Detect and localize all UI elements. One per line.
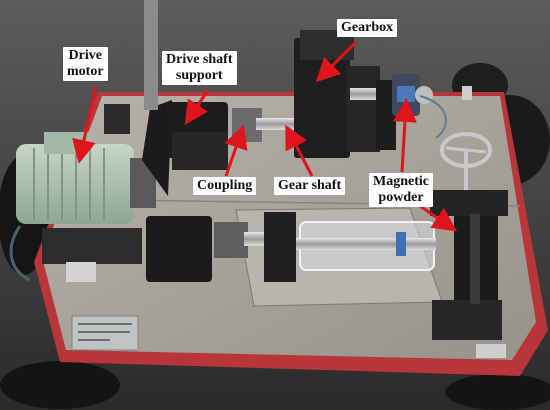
label-magnetic-powder-line-2: powder [378,190,424,205]
blue-shaft-collar [396,232,406,256]
arrow-gear-shaft [285,124,314,177]
arrow-coupling [224,124,248,177]
label-drive-shaft-support: Drive shaft support [162,51,237,85]
label-drive-motor-line-1: Drive [68,48,102,63]
arrow-drive-motor [72,85,98,164]
gearbox-output-shaft [350,88,376,100]
label-magnetic-powder-line-1: Magnetic [373,174,429,189]
top-right-clamp [462,86,472,100]
brake-label-band [397,86,415,102]
arrow-drive-shaft-support [184,89,210,125]
brake-end-cap [415,86,433,104]
corner-clamp [476,344,506,358]
loading-frame-beam [430,190,508,216]
long-gear-shaft [296,238,436,250]
drive-belt [142,100,172,196]
nameplate [71,315,139,351]
cable [419,95,447,139]
left-bracket [66,262,96,282]
vertical-post [144,0,158,110]
loading-frame-base [432,300,502,340]
upper-support-base [172,132,228,170]
upper-shaft [256,118,300,130]
lower-coupling [214,222,248,258]
label-coupling: Coupling [193,177,257,195]
motor-base [42,228,142,264]
cable [9,225,31,282]
gearbox-side-plate [346,66,380,152]
label-magnetic-powder: Magnetic powder [369,173,433,207]
brake-support [376,80,396,150]
lower-shaft-support [146,216,212,282]
label-gear-shaft: Gear shaft [274,177,346,195]
label-coupling-text: Coupling [197,178,253,193]
label-gear-shaft-text: Gear shaft [278,178,342,193]
label-drive-motor-line-2: motor [67,64,104,79]
dark-wheel [445,374,550,410]
loading-frame-slot [470,214,480,304]
arrow-gearbox [315,40,358,83]
label-gearbox-text: Gearbox [341,20,394,35]
top-left-bracket [104,104,130,134]
label-drive-shaft-support-line-1: Drive shaft [166,52,233,67]
label-gearbox: Gearbox [337,19,398,37]
dark-wheel [0,361,120,409]
lower-bearing-block [264,212,296,282]
nameplate-lines [78,323,132,341]
arrow-magnetic-powder [392,98,417,173]
arrow-magnetic-powder-lower [419,204,457,232]
annotation-arrows [72,40,457,232]
label-drive-shaft-support-line-2: support [175,68,223,83]
handwheel-spoke [445,146,487,154]
label-drive-motor: Drive motor [63,47,108,81]
